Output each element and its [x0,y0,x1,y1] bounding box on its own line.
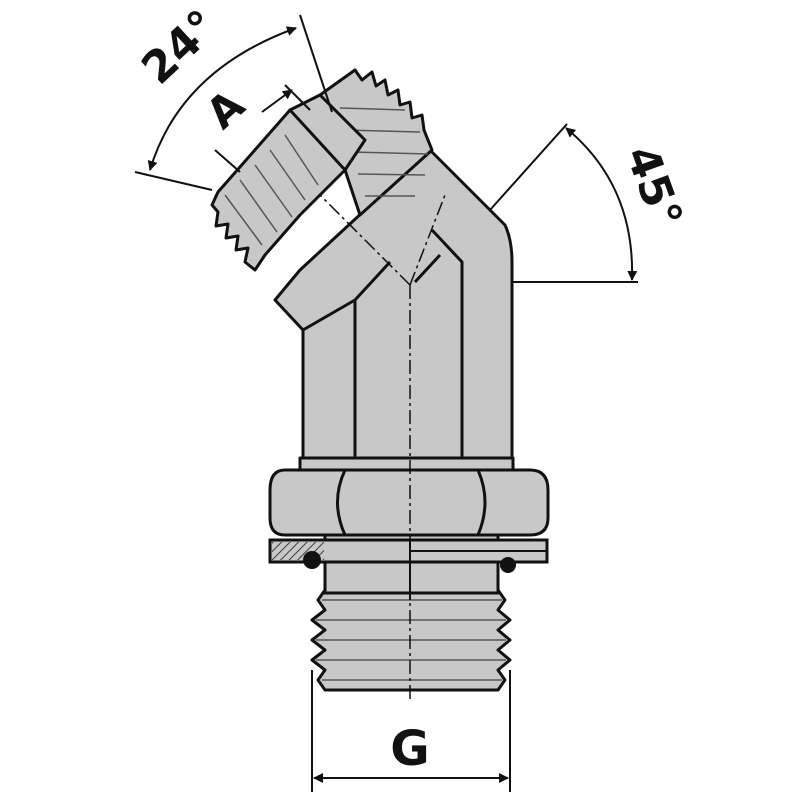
port-a-label: A [197,80,254,138]
bottom-thread [310,588,512,692]
hex-nut [268,456,550,537]
o-ring-right [500,557,516,573]
thread-lines [316,599,506,681]
center-lines [319,194,446,700]
seal-washer [268,538,549,600]
angle-cone-label: 24° [132,0,228,94]
cone-nose [318,68,434,217]
thread-g-label: G [390,721,429,777]
dimension-lines [134,14,638,792]
swivel-thread [210,93,367,272]
elbow-body [273,148,514,460]
o-ring-left [303,551,321,569]
